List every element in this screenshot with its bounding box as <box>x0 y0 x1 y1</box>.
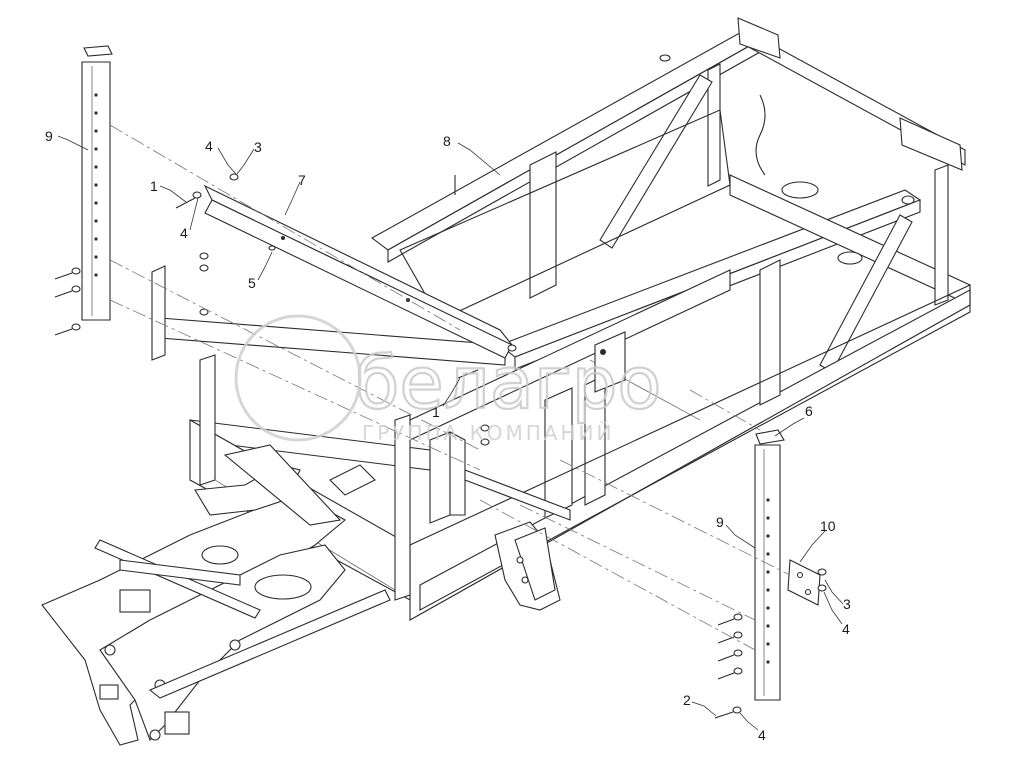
callout-8: 8 <box>443 133 451 149</box>
callout-7: 7 <box>298 172 306 188</box>
callout-9-left: 9 <box>45 128 53 144</box>
callout-1-mid: 1 <box>432 404 440 420</box>
callout-4-bottom: 4 <box>758 727 766 743</box>
callout-2: 2 <box>683 692 691 708</box>
mounting-plate <box>787 559 821 606</box>
watermark: белагро ГРУППА КОМПАНИЙ <box>234 314 663 445</box>
watermark-tagline: ГРУППА КОМПАНИЙ <box>362 421 614 445</box>
callout-leaders <box>57 135 844 731</box>
assembly-center-lines <box>109 124 791 651</box>
callout-5: 5 <box>248 275 256 291</box>
callout-labels: 9 4 3 1 4 7 5 8 1 6 9 10 3 4 2 4 <box>45 128 851 743</box>
watermark-brand: белагро <box>355 341 661 425</box>
callout-9-right: 9 <box>716 514 724 530</box>
callout-10: 10 <box>820 518 836 534</box>
fasteners <box>54 173 827 719</box>
callout-6: 6 <box>805 403 813 419</box>
callout-4-right: 4 <box>842 621 850 637</box>
callout-1-left: 1 <box>150 178 158 194</box>
callout-3-right: 3 <box>843 596 851 612</box>
cross-beam <box>203 184 513 359</box>
right-vertical-post <box>754 429 785 701</box>
rear-support-legs <box>494 521 561 611</box>
hitch-assembly <box>41 444 391 746</box>
left-vertical-post <box>81 45 113 321</box>
main-frame <box>159 17 971 621</box>
callout-4-left: 4 <box>180 225 188 241</box>
callout-4-top: 4 <box>205 138 213 154</box>
callout-3-top: 3 <box>254 139 262 155</box>
left-bracket-plate <box>151 265 571 524</box>
